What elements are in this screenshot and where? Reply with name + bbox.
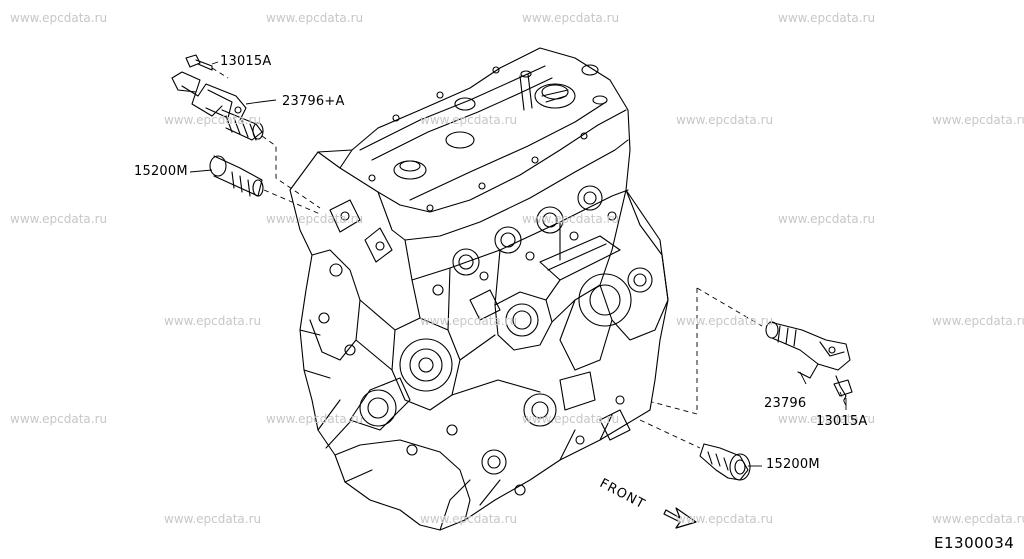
watermark-text: www.epcdata.ru [266, 412, 364, 426]
watermark-text: www.epcdata.ru [522, 212, 620, 226]
callout-solenoid-23796a-upper[interactable]: 23796+A [282, 94, 345, 109]
watermark-text: www.epcdata.ru [932, 512, 1024, 526]
watermark-text: www.epcdata.ru [10, 212, 108, 226]
bolt-13015a-lower [833, 375, 853, 401]
watermark-text: www.epcdata.ru [10, 11, 108, 25]
callout-filter-15200m-upper[interactable]: 15200M [134, 164, 188, 179]
watermark-text: www.epcdata.ru [522, 412, 620, 426]
watermark-text: www.epcdata.ru [932, 113, 1024, 127]
leader-lines [189, 61, 847, 467]
front-direction-arrow [663, 507, 697, 529]
watermark-text: www.epcdata.ru [420, 113, 518, 127]
watermark-text: www.epcdata.ru [778, 212, 876, 226]
dashed-assembly-lines [211, 67, 847, 449]
callout-filter-15200m-lower[interactable]: 15200M [766, 457, 820, 472]
watermark-text: www.epcdata.ru [676, 512, 774, 526]
watermark-text: www.epcdata.ru [266, 212, 364, 226]
watermark-text: www.epcdata.ru [522, 11, 620, 25]
watermark-text: www.epcdata.ru [10, 412, 108, 426]
watermark-text: www.epcdata.ru [778, 11, 876, 25]
diagram-code: E1300034 [934, 534, 1015, 552]
watermark-text: www.epcdata.ru [676, 314, 774, 328]
watermark-text: www.epcdata.ru [164, 314, 262, 328]
watermark-text: www.epcdata.ru [420, 314, 518, 328]
watermark-text: www.epcdata.ru [676, 113, 774, 127]
callout-bolt-13015a-upper[interactable]: 13015A [220, 54, 272, 69]
watermark-text: www.epcdata.ru [778, 412, 876, 426]
callout-solenoid-23796-lower[interactable]: 23796 [764, 396, 807, 411]
engine-block-illustration [289, 47, 669, 531]
watermark-text: www.epcdata.ru [164, 512, 262, 526]
watermark-text: www.epcdata.ru [420, 512, 518, 526]
watermark-text: www.epcdata.ru [266, 11, 364, 25]
callout-bolt-13015a-lower[interactable]: 13015A [816, 414, 868, 429]
filter-15200m-upper [209, 155, 264, 197]
watermark-text: www.epcdata.ru [164, 113, 262, 127]
bolt-13015a-upper [185, 54, 213, 71]
solenoid-23796-lower [765, 321, 851, 379]
filter-15200m-lower [699, 443, 751, 481]
solenoid-23796a-upper [171, 71, 264, 141]
watermark-text: www.epcdata.ru [932, 314, 1024, 328]
